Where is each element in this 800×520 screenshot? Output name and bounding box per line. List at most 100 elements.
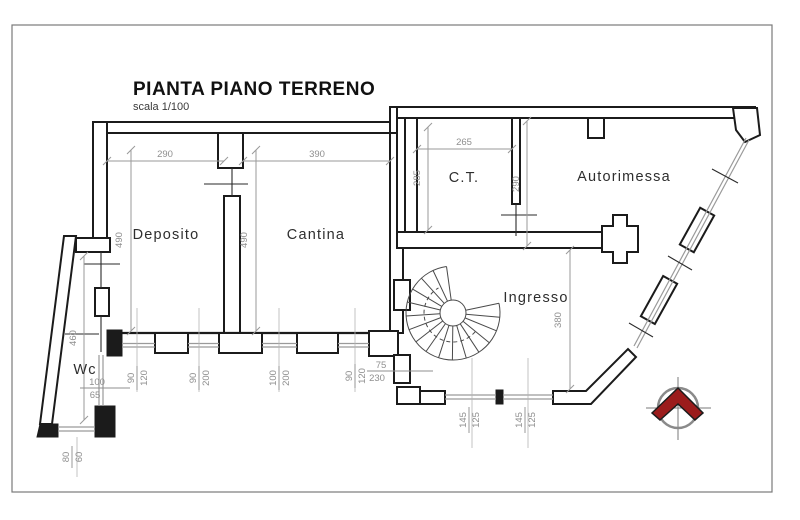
doors — [65, 168, 739, 352]
pillar-ingresso-sw — [396, 386, 421, 405]
gate-glazing-diagonal — [633, 137, 750, 349]
dim-ingresso-h: 380 — [553, 312, 564, 328]
room-label-ingresso: Ingresso — [503, 290, 568, 306]
window-wc-right — [98, 355, 104, 406]
dim-wc-h: 460 — [68, 330, 79, 346]
pillar-2 — [218, 332, 263, 354]
dimline-cantina-w — [238, 156, 395, 166]
svg-text:230: 230 — [369, 373, 385, 384]
stair-outer-arc — [405, 265, 501, 361]
svg-text:125: 125 — [471, 412, 482, 428]
wall-rightblock-bottom — [396, 231, 614, 249]
svg-text:65: 65 — [90, 390, 101, 401]
dimline-wc-h — [79, 251, 89, 425]
door-left-wall — [84, 252, 120, 288]
dim-ingresso-window-1: 145 125 — [458, 407, 482, 433]
dim-deposito-h: 490 — [114, 232, 125, 248]
wall-wc-corner-br — [94, 405, 116, 438]
dimline-deposito-w — [102, 156, 229, 166]
dimline-ct-w — [412, 144, 517, 154]
dim-cantina-w: 390 — [309, 149, 325, 160]
dimline-deposito-h — [126, 145, 136, 336]
dim-deposito-w: 290 — [157, 149, 173, 160]
window-wc-bottom — [58, 426, 95, 432]
wall-partition-deposito-cantina — [223, 195, 241, 334]
room-labels: Deposito Cantina C.T. Autorimessa Ingres… — [73, 169, 671, 378]
pillar-ingresso-window — [419, 390, 446, 405]
wall-wc-right-piece — [94, 287, 110, 317]
dimline-ct-h — [423, 122, 433, 235]
dim-ingresso-window-2: 145 125 — [514, 407, 538, 433]
pillar-3 — [296, 332, 339, 354]
dim-window-4: 90 120 — [344, 364, 368, 388]
dimensions: 290 390 265 490 490 285 290 380 460 90 1… — [61, 116, 575, 477]
svg-text:75: 75 — [376, 360, 387, 371]
stair-newel — [439, 299, 467, 327]
dim-ct-w: 265 — [456, 137, 472, 148]
svg-text:200: 200 — [201, 370, 212, 386]
svg-text:100: 100 — [89, 377, 105, 388]
wall-wc-diagonal — [38, 235, 78, 425]
drawing-frame — [11, 24, 773, 493]
dimline-cantina-h — [251, 145, 261, 336]
dim-window-1: 90 120 — [126, 366, 150, 390]
svg-text:90: 90 — [126, 373, 137, 384]
dim-ct-wall: 290 — [511, 176, 522, 192]
svg-text:120: 120 — [357, 368, 368, 384]
title-block: PIANTA PIANO TERRENO scala 1/100 — [133, 79, 375, 113]
svg-text:60: 60 — [74, 452, 85, 463]
pillar-se-corner — [368, 330, 399, 357]
wall-ingresso-left-b — [393, 354, 411, 384]
room-label-wc: Wc — [73, 362, 96, 378]
svg-text:90: 90 — [344, 371, 355, 382]
svg-text:100: 100 — [268, 370, 279, 386]
wall-top-left-block — [92, 121, 398, 134]
wall-ingresso-se-corner — [552, 347, 638, 405]
pillar-1 — [154, 332, 189, 354]
dim-window-2: 90 200 — [188, 366, 212, 390]
dim-ct-h: 285 — [412, 170, 423, 186]
wall-pilaster-top — [587, 117, 605, 139]
walls — [36, 106, 762, 438]
stair-treads — [406, 266, 500, 361]
svg-text:145: 145 — [458, 412, 469, 428]
stair-walkline — [423, 287, 476, 343]
gate-ticks — [628, 168, 739, 338]
svg-text:120: 120 — [139, 370, 150, 386]
svg-text:125: 125 — [527, 412, 538, 428]
wall-corner-pillar-ne — [731, 107, 762, 144]
room-label-deposito: Deposito — [133, 227, 200, 243]
dimline-ingresso-h — [565, 245, 575, 394]
page-title: PIANTA PIANO TERRENO — [133, 79, 375, 100]
spiral-staircase — [405, 265, 501, 361]
wall-left-outer — [92, 121, 108, 253]
room-label-ct: C.T. — [449, 170, 480, 186]
dim-wc-window: 100 65 — [80, 377, 130, 401]
wall-ingresso-left-a — [393, 279, 411, 311]
window-strip-south — [122, 342, 369, 348]
north-chevron — [650, 386, 705, 422]
door-wc — [65, 316, 102, 352]
wall-wc-jog — [75, 237, 111, 253]
door-ct — [501, 204, 537, 236]
door-partition — [204, 168, 248, 196]
dim-cantina-h: 490 — [239, 232, 250, 248]
svg-text:145: 145 — [514, 412, 525, 428]
scale-label: scala 1/100 — [133, 101, 189, 113]
dim-window-3: 100 200 — [268, 366, 292, 390]
wall-cross-column — [601, 214, 639, 264]
svg-text:90: 90 — [188, 373, 199, 384]
north-arrow-icon — [646, 377, 711, 440]
dimline-ct-wall — [522, 116, 532, 251]
room-label-cantina: Cantina — [287, 227, 345, 243]
wall-top-right-block — [396, 106, 756, 119]
pillar-sw-corner — [106, 329, 123, 357]
wall-wc-corner-bl — [36, 423, 59, 438]
dim-door-75: 75 230 — [367, 360, 433, 384]
svg-text:200: 200 — [281, 370, 292, 386]
dim-wc-bottom-window: 80 60 — [61, 446, 85, 468]
dimension-leaders — [76, 308, 529, 477]
svg-text:80: 80 — [61, 452, 72, 463]
room-label-autorimessa: Autorimessa — [577, 169, 671, 185]
